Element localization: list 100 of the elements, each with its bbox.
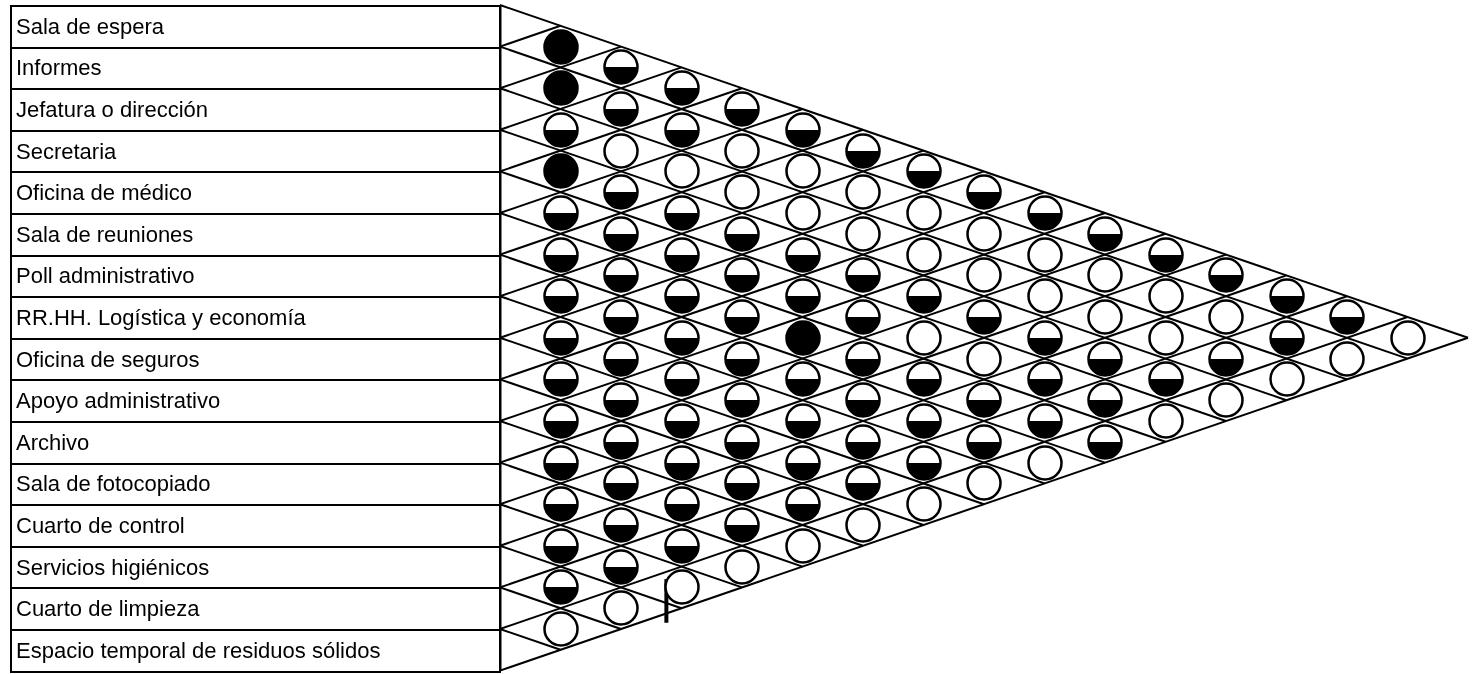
half-filled-circle bbox=[603, 257, 639, 294]
empty-circle bbox=[784, 153, 821, 190]
half-filled-circle bbox=[603, 507, 639, 543]
half-filled-circle bbox=[1329, 299, 1365, 335]
half-filled-circle bbox=[542, 361, 579, 398]
filled-circle bbox=[542, 28, 579, 65]
space-name-label: Informes bbox=[10, 46, 501, 91]
empty-circle bbox=[724, 132, 760, 169]
half-filled-circle bbox=[784, 361, 821, 398]
space-name-label: Oficina de médico bbox=[10, 171, 501, 215]
empty-circle bbox=[1147, 278, 1184, 315]
half-filled-circle bbox=[724, 423, 760, 460]
half-filled-circle bbox=[1087, 382, 1123, 419]
half-filled-circle bbox=[663, 444, 700, 481]
empty-circle bbox=[845, 174, 881, 211]
half-filled-circle bbox=[724, 507, 760, 543]
half-filled-circle bbox=[603, 340, 639, 377]
half-filled-circle bbox=[724, 340, 760, 377]
half-filled-circle bbox=[663, 111, 700, 148]
half-filled-circle bbox=[724, 299, 760, 335]
empty-circle bbox=[1329, 340, 1365, 377]
half-filled-circle bbox=[784, 444, 821, 481]
empty-circle bbox=[784, 527, 821, 564]
space-name-label: Secretaria bbox=[10, 129, 501, 174]
empty-circle bbox=[966, 465, 1002, 502]
half-filled-circle bbox=[603, 49, 639, 86]
half-filled-circle bbox=[966, 299, 1002, 335]
empty-circle bbox=[1208, 382, 1244, 419]
half-filled-circle bbox=[603, 382, 639, 419]
empty-circle bbox=[724, 548, 760, 585]
half-filled-circle bbox=[663, 278, 700, 315]
empty-circle bbox=[603, 132, 639, 169]
half-filled-circle bbox=[905, 361, 942, 398]
half-filled-circle bbox=[603, 215, 639, 252]
half-filled-circle bbox=[1147, 361, 1184, 398]
half-filled-circle bbox=[966, 382, 1002, 419]
half-filled-circle bbox=[542, 569, 579, 606]
half-filled-circle bbox=[1087, 215, 1123, 252]
filled-circle bbox=[542, 70, 579, 107]
space-name-label: RR.HH. Logística y economía bbox=[10, 296, 501, 340]
half-filled-circle bbox=[542, 111, 579, 148]
half-filled-circle bbox=[784, 236, 821, 273]
empty-circle bbox=[905, 319, 942, 356]
half-filled-circle bbox=[542, 444, 579, 481]
half-filled-circle bbox=[1026, 195, 1063, 231]
empty-circle bbox=[966, 215, 1002, 252]
empty-circle bbox=[1147, 403, 1184, 439]
half-filled-circle bbox=[1026, 319, 1063, 356]
half-filled-circle bbox=[784, 278, 821, 315]
half-filled-circle bbox=[663, 403, 700, 439]
empty-circle bbox=[663, 153, 700, 190]
space-name-label: Cuarto de control bbox=[10, 504, 501, 548]
half-filled-circle bbox=[1268, 319, 1305, 356]
half-filled-circle bbox=[845, 257, 881, 294]
empty-circle bbox=[966, 257, 1002, 294]
empty-circle bbox=[1087, 257, 1123, 294]
half-filled-circle bbox=[1087, 423, 1123, 460]
half-filled-circle bbox=[663, 527, 700, 564]
half-filled-circle bbox=[663, 195, 700, 231]
space-name-label: Servicios higiénicos bbox=[10, 545, 501, 590]
empty-circle bbox=[1147, 319, 1184, 356]
half-filled-circle bbox=[784, 111, 821, 148]
half-filled-circle bbox=[724, 215, 760, 252]
half-filled-circle bbox=[603, 91, 639, 127]
space-name-label: Sala de fotocopiado bbox=[10, 462, 501, 507]
half-filled-circle bbox=[542, 278, 579, 315]
space-name-label: Sala de espera bbox=[10, 5, 501, 49]
half-filled-circle bbox=[603, 423, 639, 460]
half-filled-circle bbox=[1268, 278, 1305, 315]
filled-circle bbox=[542, 153, 579, 190]
half-filled-circle bbox=[1208, 340, 1244, 377]
half-filled-circle bbox=[1208, 257, 1244, 294]
half-filled-circle bbox=[663, 319, 700, 356]
half-filled-circle bbox=[905, 403, 942, 439]
half-filled-circle bbox=[845, 423, 881, 460]
empty-circle bbox=[1026, 278, 1063, 315]
space-name-label: Archivo bbox=[10, 421, 501, 465]
half-filled-circle bbox=[845, 299, 881, 335]
half-filled-circle bbox=[905, 444, 942, 481]
half-filled-circle bbox=[966, 423, 1002, 460]
half-filled-circle bbox=[724, 465, 760, 502]
space-name-label: Espacio temporal de residuos sólidos bbox=[10, 629, 501, 673]
half-filled-circle bbox=[663, 70, 700, 107]
half-filled-circle bbox=[966, 174, 1002, 211]
half-filled-circle bbox=[845, 382, 881, 419]
half-filled-circle bbox=[542, 195, 579, 231]
empty-circle bbox=[1268, 361, 1305, 398]
half-filled-circle bbox=[603, 548, 639, 585]
half-filled-circle bbox=[784, 486, 821, 523]
half-filled-circle bbox=[1026, 361, 1063, 398]
half-filled-circle bbox=[603, 465, 639, 502]
half-filled-circle bbox=[542, 527, 579, 564]
empty-circle bbox=[1208, 299, 1244, 335]
half-filled-circle bbox=[603, 174, 639, 211]
empty-circle bbox=[905, 195, 942, 231]
empty-circle bbox=[1087, 299, 1123, 335]
half-filled-circle bbox=[905, 278, 942, 315]
empty-circle bbox=[845, 215, 881, 252]
empty-circle bbox=[603, 590, 639, 627]
half-filled-circle bbox=[905, 153, 942, 190]
